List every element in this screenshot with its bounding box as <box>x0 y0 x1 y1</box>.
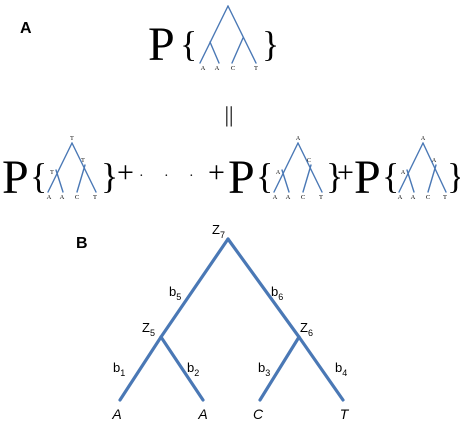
branch-label-b4: b4 <box>335 360 347 378</box>
inner-state-label: A <box>401 170 406 176</box>
branch-b5 <box>159 237 230 339</box>
tree-branch <box>47 142 73 193</box>
inner-state-label: A <box>296 136 301 142</box>
brace-open: { <box>180 24 197 64</box>
branch-b3 <box>258 335 301 402</box>
tree-leaf-label: A <box>273 194 278 201</box>
probability-symbol: P <box>354 151 381 204</box>
node-label-z5: Z5 <box>142 320 155 338</box>
sum-term-2: P { A A C A A C T } <box>228 136 343 204</box>
tree-leaf-label: C <box>301 194 305 201</box>
observed-tree-diagram <box>199 5 257 64</box>
tree-leaf-label: T <box>319 194 323 201</box>
leaf-label: A <box>111 406 121 422</box>
tree-leaf-label: C <box>75 194 79 201</box>
leaf-label: T <box>340 406 350 422</box>
tree-branch <box>227 5 257 64</box>
inner-state-label: A <box>432 158 437 164</box>
tree-leaf-label: A <box>215 65 220 72</box>
small-tree-diagram <box>273 142 323 193</box>
tree-branch <box>427 164 437 193</box>
brace-open: { <box>30 156 47 196</box>
plus-sign: + <box>117 156 134 189</box>
tree-branch <box>398 142 424 193</box>
ellipsis-dot: · <box>189 169 194 184</box>
tree-branch <box>209 41 220 64</box>
tree-leaf-label: C <box>231 65 235 72</box>
inner-state-label: A <box>276 170 281 176</box>
tree-branch <box>273 142 299 193</box>
inner-state-label: T <box>70 136 74 142</box>
tree-leaf-label: C <box>426 194 430 201</box>
panel-label-b: B <box>76 235 88 252</box>
inner-state-label: T <box>81 158 85 164</box>
branch-label-b5: b5 <box>169 284 181 302</box>
inner-state-label: A <box>421 136 426 142</box>
probability-of-observed-tree: P { A A C T } <box>148 5 279 72</box>
tree-leaf-label: A <box>286 194 291 201</box>
tree-leaf-label: T <box>443 194 447 201</box>
probability-symbol: P <box>2 151 29 204</box>
brace-close: } <box>101 156 118 196</box>
tree-leaf-label: A <box>60 194 65 201</box>
branch-label-b6: b6 <box>271 284 283 302</box>
tree-branch <box>281 169 290 193</box>
brace-open: { <box>256 156 273 196</box>
sum-term-3: P { A A A A A C T } <box>354 136 460 204</box>
leaf-label: A <box>197 406 207 422</box>
node-label-z6: Z6 <box>300 320 313 338</box>
tree-branch <box>302 164 312 193</box>
labeled-phylogenetic-tree: Z7 Z5 Z6 b1 b2 b3 b4 b5 b6 A A C T <box>111 222 349 422</box>
tree-branch <box>231 37 244 64</box>
branch-b6 <box>226 237 301 339</box>
brace-close: } <box>447 156 460 196</box>
tree-branch <box>55 169 64 193</box>
brace-close: } <box>326 156 343 196</box>
sum-term-1: P { T T T A A C T } <box>2 136 118 204</box>
tree-leaf-label: A <box>398 194 403 201</box>
tree-branch <box>76 164 86 193</box>
probability-symbol: P <box>148 18 175 71</box>
inner-state-label: C <box>307 158 311 164</box>
tree-leaf-label: A <box>201 65 206 72</box>
tree-branch <box>422 142 447 193</box>
node-label-z7: Z7 <box>212 222 225 240</box>
tree-leaf-label: A <box>411 194 416 201</box>
tree-leaf-label: A <box>47 194 52 201</box>
panel-label-a: A <box>20 20 32 37</box>
branch-label-b2: b2 <box>187 360 199 378</box>
tree-leaf-label: T <box>93 194 97 201</box>
equals-sign: || <box>225 102 234 127</box>
brace-open: { <box>382 156 399 196</box>
probability-symbol: P <box>228 151 255 204</box>
branch-label-b3: b3 <box>258 360 270 378</box>
tree-branch <box>199 5 229 64</box>
small-tree-diagram <box>47 142 97 193</box>
branch-b1 <box>118 335 163 402</box>
inner-state-label: T <box>50 170 54 176</box>
small-tree-diagram <box>398 142 447 193</box>
branch-b2 <box>159 335 205 402</box>
plus-sign: + <box>337 156 354 189</box>
sum-over-ancestral-states: P { T T T A A C T } + · · · + P { <box>2 136 460 204</box>
ellipsis-dot: · <box>164 169 169 184</box>
tree-branch <box>406 169 415 193</box>
plus-sign: + <box>208 156 225 189</box>
brace-close: } <box>262 24 279 64</box>
branch-label-b1: b1 <box>113 360 125 378</box>
leaf-label: C <box>253 406 264 422</box>
branch-b4 <box>297 335 345 402</box>
tree-leaf-label: T <box>254 65 258 72</box>
ellipsis-dot: · <box>139 169 144 184</box>
